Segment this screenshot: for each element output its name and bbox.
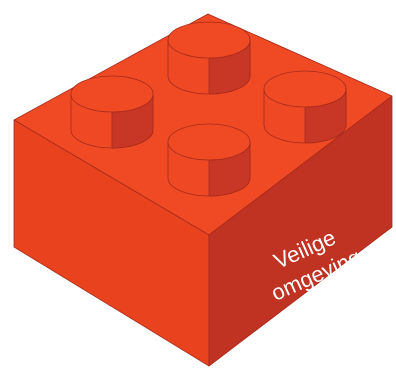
brick-right-face (208, 95, 393, 367)
stud-front (167, 123, 251, 197)
stud-left (70, 75, 154, 149)
stud-back (167, 21, 251, 95)
stud-right (263, 70, 347, 144)
